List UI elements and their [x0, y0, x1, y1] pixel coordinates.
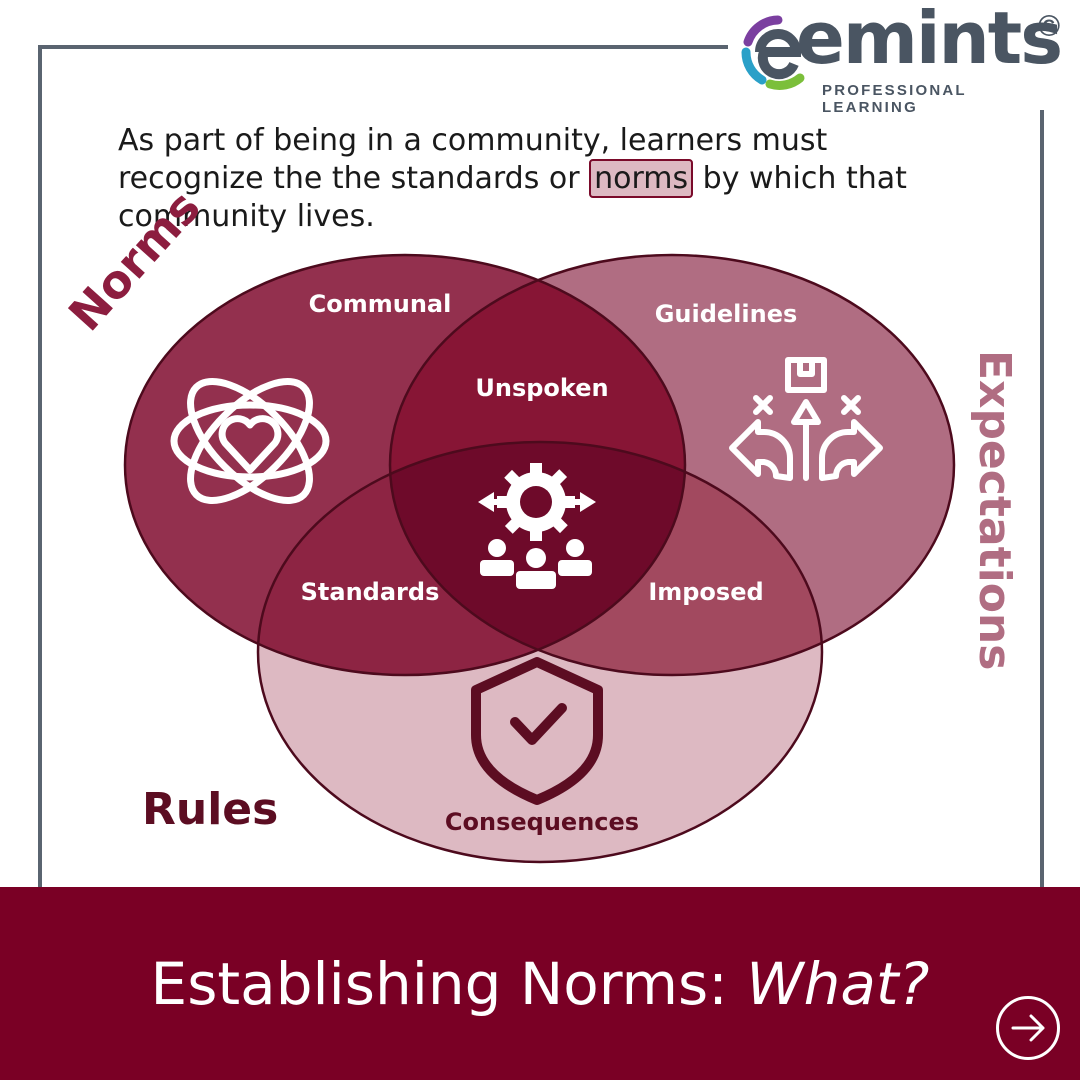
frame-top-line	[38, 45, 728, 49]
gear-people-icon	[478, 463, 596, 589]
page-title: Establishing Norms: What?	[0, 950, 1080, 1018]
rules-circle-outline	[256, 440, 824, 864]
logo-swirl-icon	[741, 15, 805, 90]
norms-circle-outline	[123, 253, 687, 677]
arrow-right-icon	[1011, 1014, 1045, 1042]
page-title-plain: Establishing Norms:	[150, 950, 747, 1018]
intro-text-before: As part of being in a community, learner…	[118, 123, 828, 196]
intro-text-after: by which that community lives.	[118, 161, 907, 234]
direction-arrows-icon	[729, 357, 883, 481]
highlighted-word: norms	[589, 159, 694, 198]
region-label-consequences: Consequences	[445, 808, 639, 836]
next-button[interactable]	[996, 996, 1060, 1060]
page-title-italic: What?	[746, 950, 930, 1018]
frame-left-line	[38, 45, 42, 890]
region-label-unspoken: Unspoken	[475, 374, 608, 402]
expectations-circle-label: Expectations	[969, 350, 1020, 671]
atom-heart-icon	[170, 378, 330, 504]
expectations-circle-outline	[388, 253, 956, 677]
region-label-standards: Standards	[301, 578, 440, 606]
intro-text: As part of being in a community, learner…	[118, 122, 978, 236]
frame-right-line	[1040, 110, 1044, 890]
region-label-guidelines: Guidelines	[655, 300, 798, 328]
title-banner	[0, 887, 1080, 1080]
shield-check-icon	[471, 657, 603, 805]
logo-subtitle: PROFESSIONAL LEARNING	[822, 82, 967, 116]
region-label-imposed: Imposed	[648, 578, 763, 606]
emints-logo: emints © PROFESSIONAL LEARNING	[738, 2, 1063, 116]
logo-wordmark: emints	[796, 0, 1063, 80]
region-label-communal: Communal	[309, 290, 452, 318]
copyright-mark: ©	[1038, 10, 1061, 43]
rules-circle-label: Rules	[142, 784, 279, 835]
